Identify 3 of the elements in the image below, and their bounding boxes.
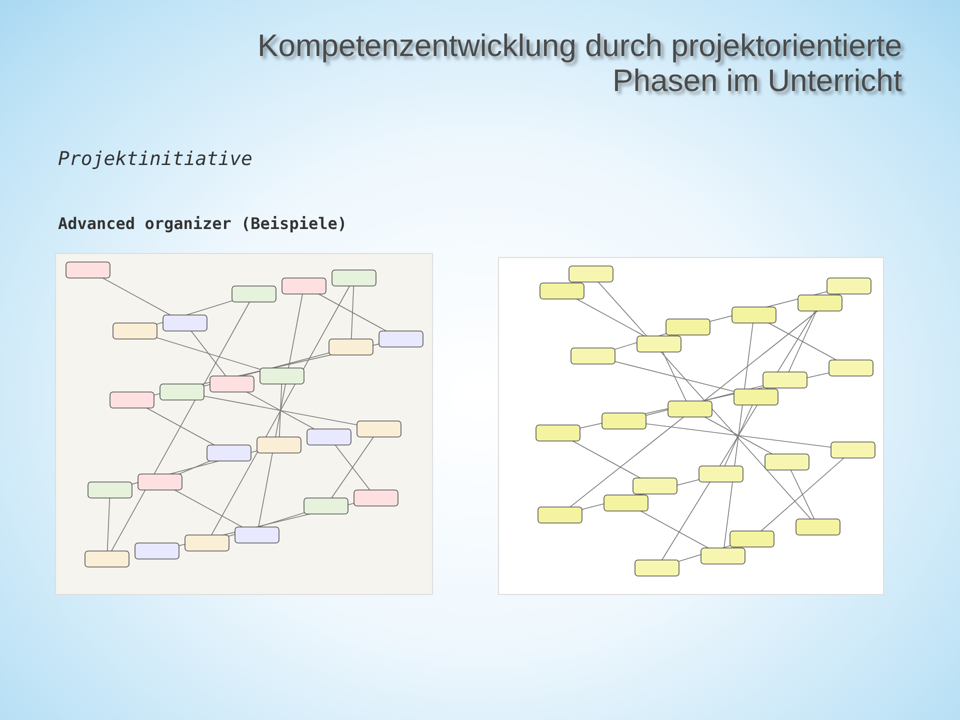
subheading: Advanced organizer (Beispiele) [58, 214, 347, 233]
slide-title: Kompetenzentwicklung durch projektorientierte Phasen im Unterricht [256, 28, 902, 98]
section-heading: Projektinitiative [58, 148, 252, 170]
